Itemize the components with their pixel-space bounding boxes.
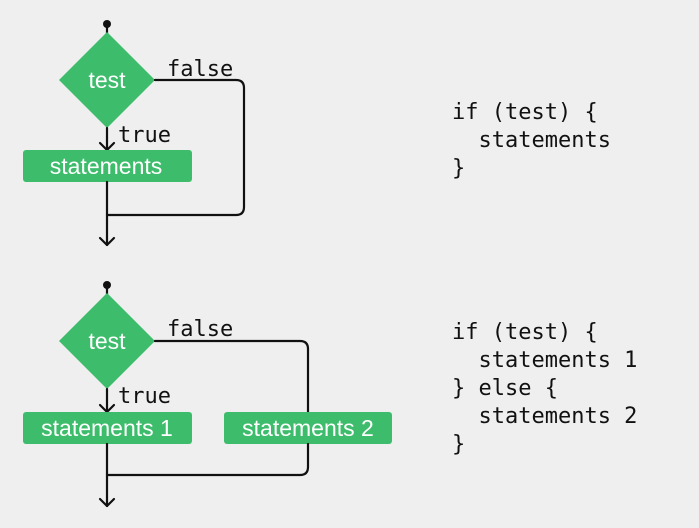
statements-1-box <box>23 412 192 444</box>
false-label: false <box>167 57 233 82</box>
code-line: statements 1 <box>452 348 638 373</box>
if-else-flowchart: test false true statements 1 statements … <box>23 281 392 508</box>
statements-2-label: statements 2 <box>242 415 374 441</box>
code-line: statements <box>452 128 611 153</box>
code-line: if (test) { <box>452 320 598 345</box>
test-label-2: test <box>88 328 126 354</box>
exit-arrow-head-2 <box>98 497 116 508</box>
code-line: } <box>452 156 466 181</box>
false-label-2: false <box>167 317 233 342</box>
if-else-code-block: if (test) { statements 1 } else { stateme… <box>452 319 637 459</box>
true-label: true <box>118 123 171 148</box>
true-label-2: true <box>118 384 171 409</box>
statements-box <box>23 150 192 182</box>
false-branch-line <box>105 78 246 217</box>
statements-2-box <box>224 412 392 444</box>
test-diamond <box>59 32 155 128</box>
false-branch-line-2 <box>153 339 310 414</box>
else-merge-line <box>105 442 310 477</box>
exit-arrow-head <box>98 236 116 247</box>
test-diamond-2 <box>59 293 155 389</box>
if-flowchart: test false true statements <box>23 20 246 247</box>
statements-label: statements <box>50 153 163 179</box>
statements-1-label: statements 1 <box>41 415 173 441</box>
code-line: if (test) { <box>452 100 598 125</box>
test-label: test <box>88 67 126 93</box>
if-code-block: if (test) { statements} <box>452 99 611 183</box>
code-line: } <box>452 432 466 457</box>
code-line: statements 2 <box>452 404 638 429</box>
code-line: } else { <box>452 376 558 401</box>
